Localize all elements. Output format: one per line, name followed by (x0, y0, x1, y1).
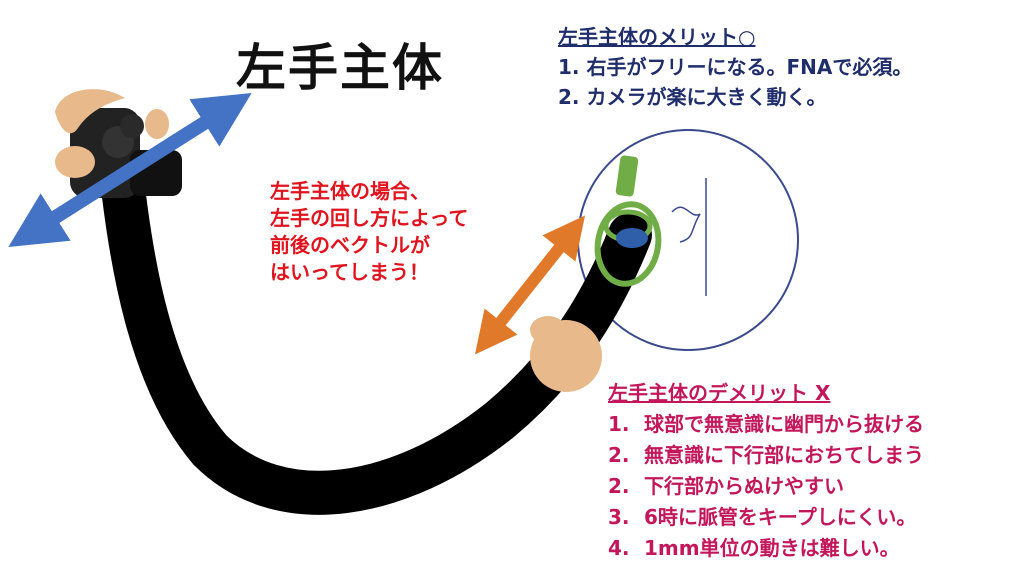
demerits-heading: 左手主体のデメリット X (608, 381, 831, 405)
note-line: 前後のベクトルが (270, 233, 430, 257)
demerit-text: 6時に脈管をキープしにくい。 (644, 505, 917, 529)
scope-tip (594, 155, 662, 287)
warning-note: 左手主体の場合、 左手の回し方によって 前後のベクトルが はいってしまう！ (270, 178, 468, 286)
merits-heading: 左手主体のメリット○ (558, 25, 756, 49)
demerit-number: 1. (608, 412, 630, 436)
demerit-text: 無意識に下行部におちてしまう (644, 443, 924, 467)
merit-item: 1. 右手がフリーになる。FNAで必須。 (558, 55, 913, 79)
demerits-section: 左手主体のデメリット X 1. 球部で無意識に幽門から抜ける 2. 無意識に下行部に… (608, 378, 924, 564)
demerit-text: 下行部からぬけやすい (644, 474, 844, 498)
rotation-arrow (8, 93, 252, 247)
note-line: 左手主体の場合、 (270, 179, 430, 203)
demerit-item: 4. 1mm単位の動きは難しい。 (608, 533, 924, 564)
demerit-item: 2. 無意識に下行部におちてしまう (608, 440, 924, 471)
demerit-item: 3. 6時に脈管をキープしにくい。 (608, 502, 924, 533)
demerit-number: 3. (608, 505, 630, 529)
right-hand (530, 316, 602, 392)
note-line: はいってしまう！ (270, 260, 429, 284)
push-pull-arrow (474, 215, 586, 355)
demerit-item: 1. 球部で無意識に幽門から抜ける (608, 409, 924, 440)
demerit-number: 4. (608, 536, 630, 560)
demerit-number: 2. (608, 474, 630, 498)
note-line: 左手の回し方によって (270, 206, 469, 230)
page-title: 左手主体 (236, 39, 444, 97)
merits-section: 左手主体のメリット○ 1. 右手がフリーになる。FNAで必須。 2. カメラが楽… (558, 22, 912, 112)
merit-item: 2. カメラが楽に大きく動く。 (558, 85, 827, 109)
demerit-item: 2. 下行部からぬけやすい (608, 471, 924, 502)
demerit-text: 球部で無意識に幽門から抜ける (644, 412, 924, 436)
demerit-text: 1mm単位の動きは難しい。 (644, 536, 900, 560)
demerit-number: 2. (608, 443, 630, 467)
